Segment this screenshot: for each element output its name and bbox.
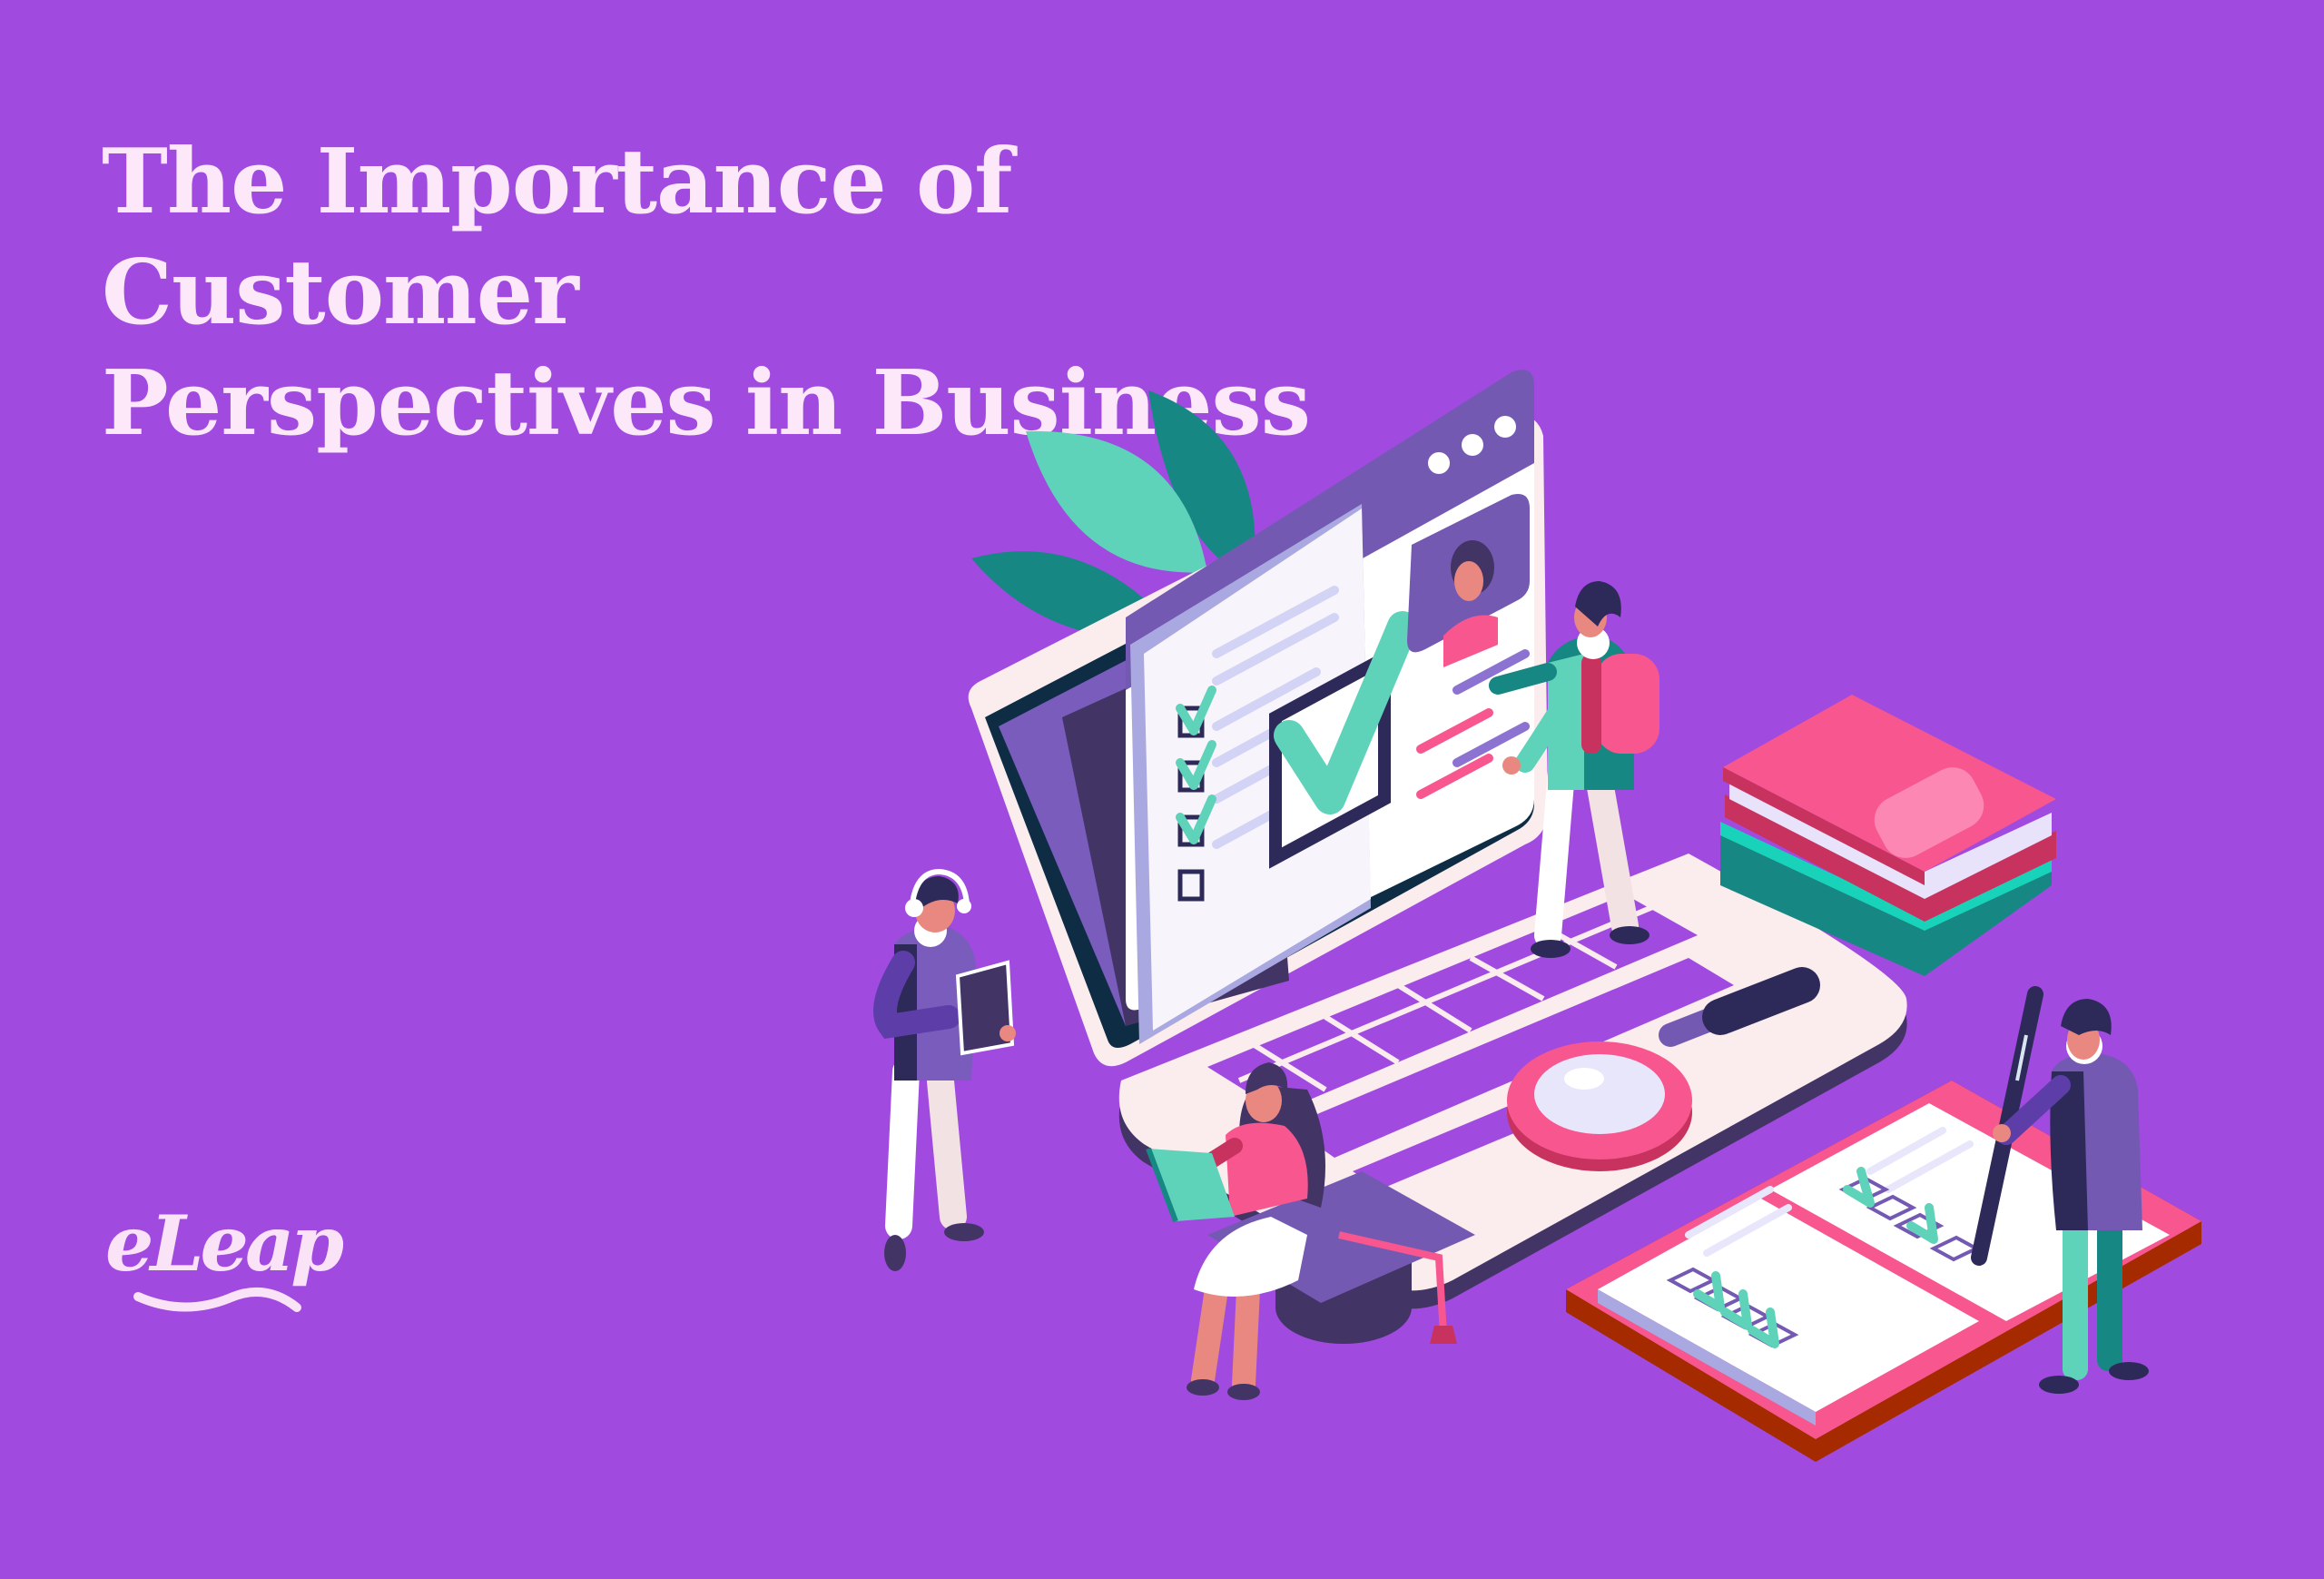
window-dot-1 [1428,452,1450,474]
window-dot-3 [1494,416,1516,438]
woman-reading-book [1146,1062,1325,1400]
page-title: The Importance of Customer Perspectives … [102,127,1463,459]
title-line-2: Perspectives in Business [102,351,1311,456]
backpack-icon [1596,654,1659,754]
title-line-1: The Importance of Customer [102,130,1012,345]
window-dot-2 [1462,434,1483,456]
magnifying-glass-icon [1507,967,1820,1171]
logo-text: eLeap [105,1199,344,1288]
book-stack-icon [1720,695,2056,976]
person-with-tablet-and-headphones [873,868,1016,1271]
person-with-pen [1971,986,2149,1394]
big-checkmark-icon [1269,611,1418,869]
logo-swoosh-icon [133,1287,301,1312]
headphones-icon [910,868,970,904]
open-notebook-icon [1566,1081,2201,1462]
tablet-icon [955,960,1015,1056]
eleap-logo: eLeap [102,1180,344,1326]
person-with-backpack [1489,581,1659,958]
profile-card-icon [1407,494,1530,799]
